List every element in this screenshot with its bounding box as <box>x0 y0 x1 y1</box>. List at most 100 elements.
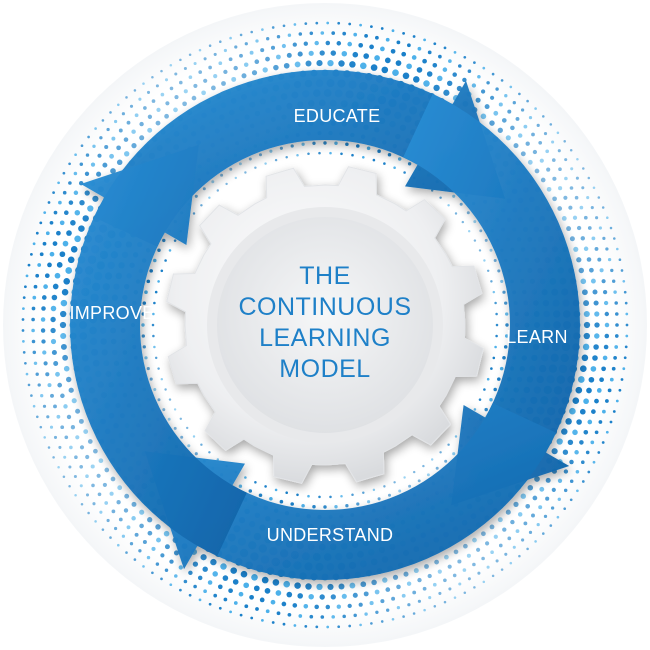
halftone-dot <box>244 42 248 46</box>
halftone-dot <box>304 625 308 628</box>
halftone-dot <box>60 425 65 430</box>
halftone-dot <box>109 111 112 114</box>
halftone-dot <box>607 257 612 262</box>
halftone-dot <box>174 574 178 578</box>
halftone-dot <box>495 334 498 338</box>
halftone-dot <box>248 489 253 493</box>
halftone-dot <box>250 30 253 34</box>
halftone-dot <box>249 594 254 600</box>
halftone-dot <box>74 494 77 497</box>
halftone-dot <box>340 152 343 156</box>
halftone-dot <box>193 83 198 88</box>
halftone-dot <box>513 143 519 149</box>
halftone-dot <box>37 263 42 267</box>
halftone-dot <box>301 142 305 146</box>
halftone-dot <box>395 60 402 66</box>
halftone-dot <box>416 67 423 73</box>
halftone-dot <box>443 89 450 96</box>
halftone-dot <box>599 268 604 273</box>
halftone-dot <box>403 476 406 479</box>
halftone-dot <box>590 206 594 210</box>
halftone-dot <box>39 221 43 225</box>
halftone-dot <box>298 614 303 618</box>
halftone-dot <box>467 69 472 73</box>
halftone-dot <box>433 605 437 608</box>
halftone-dot <box>566 226 572 232</box>
center-title-line-4: MODEL <box>279 355 370 383</box>
halftone-dot <box>283 580 291 588</box>
halftone-dot <box>561 428 568 435</box>
halftone-dot <box>269 497 273 501</box>
halftone-dot <box>412 590 417 595</box>
halftone-dot <box>293 624 297 627</box>
halftone-dot <box>131 129 136 134</box>
halftone-dot <box>590 278 596 284</box>
halftone-dot <box>624 301 628 305</box>
halftone-dot <box>423 38 426 42</box>
halftone-dot <box>292 42 297 47</box>
halftone-dot <box>194 452 198 456</box>
stage-label-educate: EDUCATE <box>294 106 381 126</box>
halftone-dot <box>282 24 286 28</box>
halftone-dot <box>391 29 395 33</box>
halftone-dot <box>486 377 490 381</box>
halftone-dot <box>615 399 619 403</box>
halftone-dot <box>582 289 588 296</box>
halftone-dot <box>78 418 84 424</box>
halftone-dot <box>345 504 349 508</box>
halftone-dot <box>261 576 269 584</box>
halftone-dot <box>192 212 196 215</box>
halftone-dot <box>106 127 110 132</box>
halftone-dot <box>83 429 89 434</box>
halftone-dot <box>73 171 78 176</box>
halftone-dot <box>167 417 171 421</box>
halftone-dot <box>383 162 386 165</box>
halftone-dot <box>211 180 215 184</box>
halftone-dot <box>417 577 422 583</box>
halftone-dot <box>614 301 618 305</box>
halftone-dot <box>232 579 239 585</box>
halftone-dot <box>50 393 54 398</box>
halftone-dot <box>194 194 198 198</box>
halftone-dot <box>79 445 85 450</box>
halftone-dot <box>363 591 369 597</box>
halftone-dot <box>43 211 47 214</box>
halftone-dot <box>56 414 61 419</box>
halftone-dot <box>294 61 301 68</box>
halftone-dot <box>39 252 44 257</box>
halftone-dot <box>595 216 599 220</box>
halftone-dot <box>41 295 47 300</box>
halftone-dot <box>427 50 432 55</box>
halftone-dot <box>345 142 349 147</box>
halftone-dot <box>454 435 458 438</box>
halftone-dot <box>327 59 334 67</box>
halftone-dot <box>192 435 196 438</box>
halftone-dot <box>448 59 452 63</box>
halftone-dot <box>391 596 396 601</box>
halftone-dot <box>258 493 263 497</box>
halftone-dot <box>143 106 147 110</box>
halftone-dot <box>622 279 626 283</box>
halftone-dot <box>30 394 33 397</box>
halftone-dot <box>70 220 76 226</box>
halftone-dot <box>390 48 396 54</box>
halftone-dot <box>141 323 145 327</box>
halftone-dot <box>109 491 114 496</box>
halftone-dot <box>374 589 380 595</box>
halftone-dot <box>403 171 406 174</box>
halftone-dot <box>173 107 178 113</box>
halftone-dot <box>579 365 587 373</box>
halftone-dot <box>239 613 243 617</box>
halftone-dot <box>578 267 585 274</box>
halftone-dot <box>375 610 379 614</box>
halftone-dot <box>219 40 222 43</box>
halftone-dot <box>433 84 440 92</box>
halftone-dot <box>605 399 609 403</box>
halftone-dot <box>437 569 442 574</box>
halftone-dot <box>49 425 54 429</box>
halftone-dot <box>576 157 579 161</box>
halftone-dot <box>281 43 286 49</box>
halftone-dot <box>151 99 156 103</box>
halftone-dot <box>146 367 150 371</box>
halftone-dot <box>341 50 348 57</box>
